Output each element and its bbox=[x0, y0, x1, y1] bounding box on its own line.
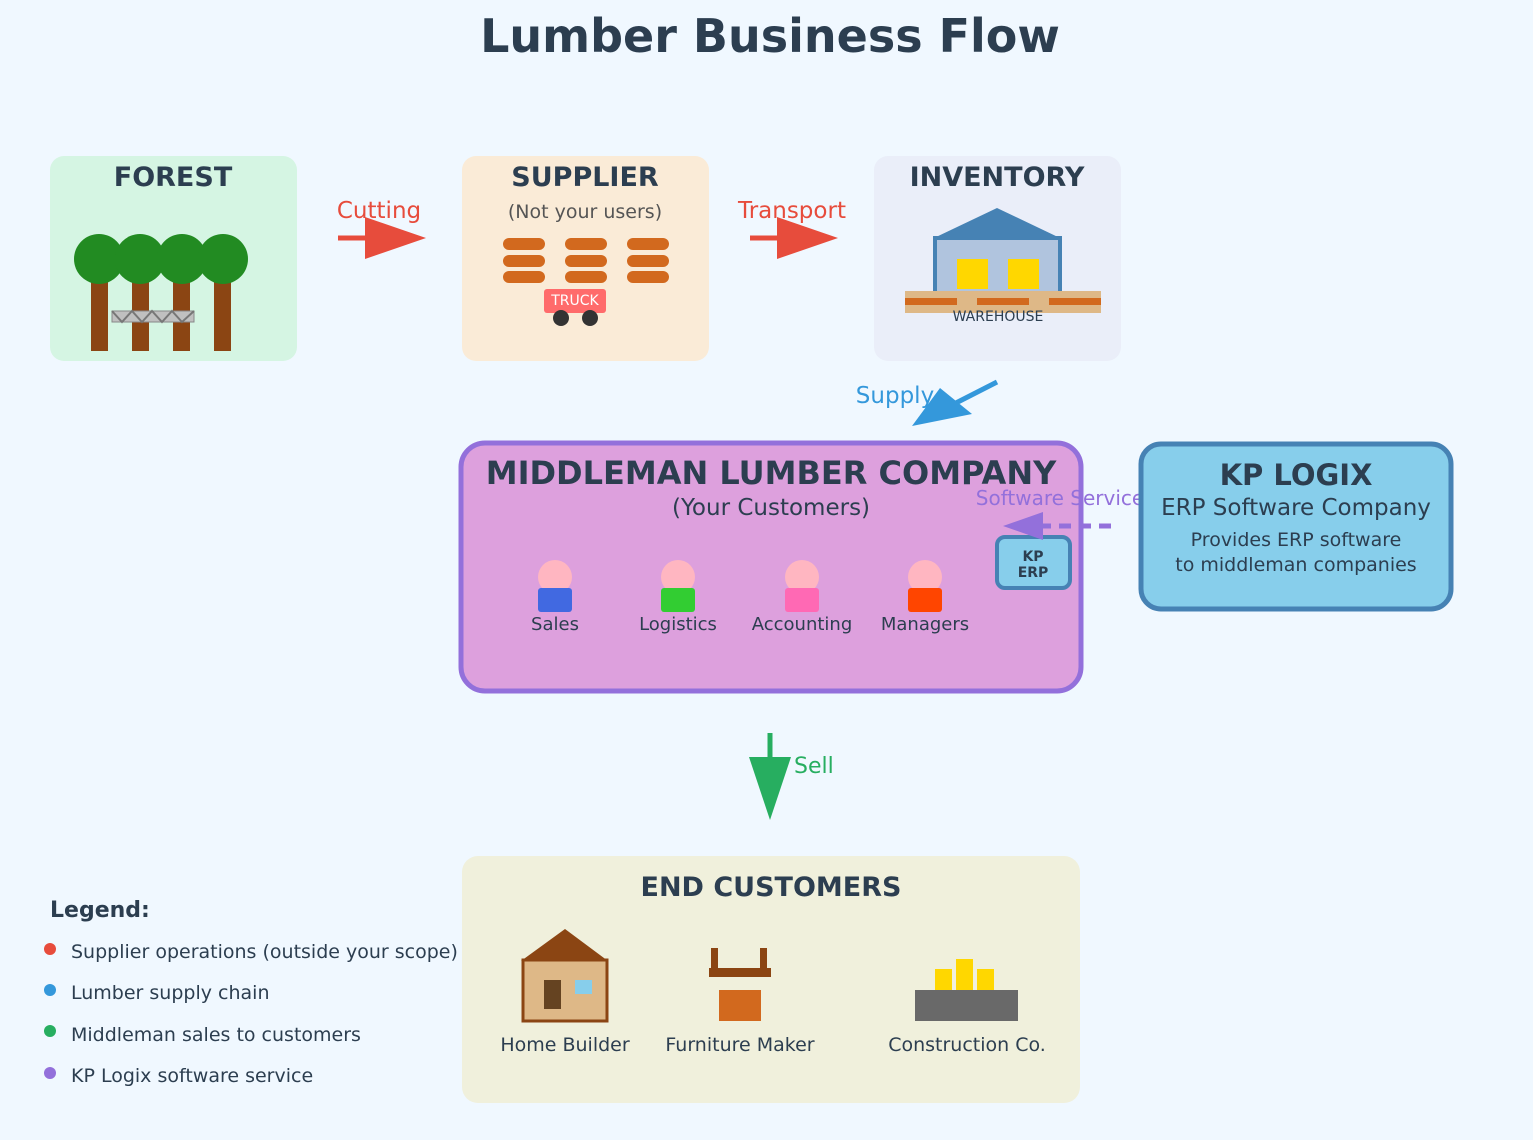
software-label: Software Service bbox=[976, 486, 1144, 510]
middleman-box-bg bbox=[458, 440, 1084, 694]
sell-label: Sell bbox=[794, 754, 834, 779]
legend-item-label: Lumber supply chain bbox=[71, 982, 269, 1004]
legend-item-label: KP Logix software service bbox=[71, 1065, 313, 1087]
inventory-box: INVENTORY WAREHOUSE bbox=[874, 156, 1121, 361]
supply-arrow: Supply bbox=[856, 379, 999, 426]
kp-logix-box: KP LOGIX ERP Software Company Provides E… bbox=[1138, 441, 1454, 612]
transport-arrow: Transport bbox=[737, 198, 846, 259]
end-customers-box: END CUSTOMERS Home Builder Furniture Mak… bbox=[462, 856, 1080, 1103]
person-icon bbox=[908, 560, 942, 594]
department-sales: Sales bbox=[531, 560, 579, 635]
legend: Legend: Supplier operations (outside you… bbox=[44, 898, 458, 1087]
dept-sales-body bbox=[538, 588, 572, 612]
department-label: Sales bbox=[531, 614, 579, 635]
end-customers-label: END CUSTOMERS bbox=[641, 872, 902, 903]
supplier-box: SUPPLIER (Not your users) TRUCK bbox=[462, 156, 709, 361]
page-title: Lumber Business Flow bbox=[480, 9, 1060, 63]
erp-badge-line2: ERP bbox=[1018, 565, 1049, 581]
department-accounting: Accounting bbox=[752, 560, 853, 635]
warehouse-icon: WAREHOUSE bbox=[905, 208, 1101, 325]
person-icon bbox=[538, 560, 572, 594]
software-arrow: Software Service bbox=[976, 486, 1144, 540]
customer-label: Construction Co. bbox=[888, 1034, 1046, 1056]
department-logistics: Logistics bbox=[639, 560, 717, 635]
legend-title: Legend: bbox=[50, 898, 150, 923]
legend-item-label: Supplier operations (outside your scope) bbox=[71, 941, 458, 963]
middleman-note: (Your Customers) bbox=[672, 495, 870, 521]
dept-managers-body bbox=[908, 588, 942, 612]
kp-logix-box-bg bbox=[1138, 441, 1454, 612]
person-icon bbox=[785, 560, 819, 594]
department-label: Logistics bbox=[639, 614, 717, 635]
inventory-label: INVENTORY bbox=[910, 162, 1085, 193]
kp-logix-subtitle: ERP Software Company bbox=[1161, 495, 1431, 521]
supplier-label: SUPPLIER bbox=[511, 162, 659, 193]
erp-badge-line1: KP bbox=[1022, 549, 1043, 565]
forest-box: FOREST bbox=[50, 156, 297, 361]
erp-badge: KP ERP bbox=[995, 535, 1072, 590]
saw-icon bbox=[111, 309, 195, 324]
kp-logix-desc-line1: Provides ERP software bbox=[1191, 529, 1402, 551]
transport-label: Transport bbox=[737, 198, 846, 224]
kp-logix-desc-line2: to middleman companies bbox=[1175, 554, 1416, 576]
legend-dot bbox=[44, 943, 56, 955]
truck-icon: TRUCK bbox=[544, 289, 606, 326]
legend-dot bbox=[44, 1067, 56, 1079]
department-managers: Managers bbox=[881, 560, 969, 635]
legend-dot bbox=[44, 984, 56, 996]
furniture-icon bbox=[709, 948, 771, 1021]
middleman-box: MIDDLEMAN LUMBER COMPANY (Your Customers… bbox=[458, 440, 1084, 694]
middleman-label: MIDDLEMAN LUMBER COMPANY bbox=[486, 454, 1057, 492]
supply-label: Supply bbox=[856, 383, 934, 409]
customer-label: Home Builder bbox=[500, 1034, 630, 1056]
truck-label: TRUCK bbox=[550, 293, 599, 309]
cutting-label: Cutting bbox=[337, 198, 421, 224]
legend-dot bbox=[44, 1025, 56, 1037]
sell-arrow: Sell bbox=[749, 733, 834, 820]
legend-item-label: Middleman sales to customers bbox=[71, 1024, 361, 1046]
end-customers-box-bg bbox=[462, 856, 1080, 1103]
dept-accounting-body bbox=[785, 588, 819, 612]
customer-label: Furniture Maker bbox=[665, 1034, 814, 1056]
construction-icon bbox=[915, 959, 1018, 1021]
forest-label: FOREST bbox=[114, 162, 233, 193]
person-icon bbox=[661, 560, 695, 594]
house-icon bbox=[521, 929, 609, 1023]
department-label: Accounting bbox=[752, 614, 853, 635]
logs-icon bbox=[503, 238, 669, 283]
supplier-note: (Not your users) bbox=[508, 201, 662, 223]
dept-logistics-body bbox=[661, 588, 695, 612]
cutting-arrow: Cutting bbox=[337, 198, 426, 259]
warehouse-label: WAREHOUSE bbox=[953, 309, 1044, 325]
kp-logix-label: KP LOGIX bbox=[1220, 458, 1373, 492]
department-label: Managers bbox=[881, 614, 969, 635]
